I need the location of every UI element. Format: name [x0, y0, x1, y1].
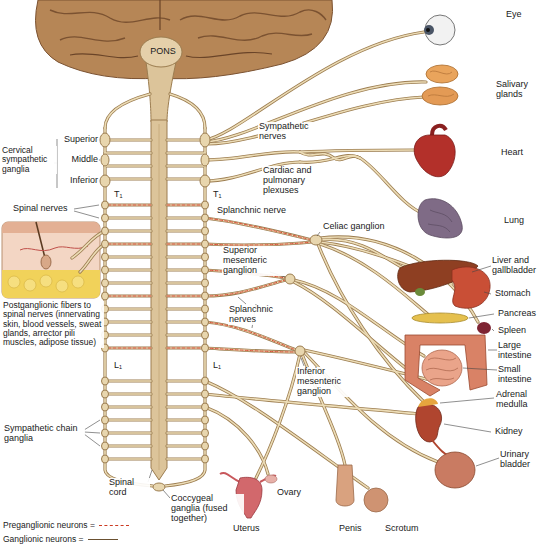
organ-label: Urinary bladder [499, 450, 549, 470]
organ-label: Salivary glands [495, 80, 549, 100]
legend-row: Ganglionic neurons = [3, 534, 118, 544]
organ-label: Adrenal medulla [495, 390, 549, 410]
structure-label: PONS [146, 47, 180, 57]
organ-label: Lung [503, 216, 525, 226]
organ-label: Spleen [497, 326, 527, 336]
skin-inset [2, 222, 100, 298]
organ-label: Scrotum [384, 524, 420, 534]
level-label: T₁ [113, 190, 124, 200]
ganglion-label: Celiac ganglion [322, 222, 386, 232]
legend-text: Preganglionic neurons = [3, 520, 95, 530]
level-label: T₁ [212, 190, 223, 200]
ganglion-label: Inferior [58, 176, 99, 186]
organ-label: Penis [338, 524, 363, 534]
structure-label: Splanchnic nerve [216, 206, 287, 216]
organ-label: Liver and gallbladder [491, 256, 549, 276]
structure-label: Splanchnic nerves [228, 305, 286, 325]
organ-label: Ovary [276, 488, 302, 498]
organ-label: Small intestine [497, 365, 549, 385]
nerves [72, 32, 478, 488]
ganglion-label: Superior mesenteric ganglion [222, 246, 284, 276]
legend-line-sample [99, 525, 129, 526]
structure-label: Sympathetic nerves [258, 122, 330, 142]
organ-label: Pancreas [497, 309, 537, 319]
brain [36, 0, 333, 79]
ganglion-label: Middle [58, 155, 99, 165]
legend-line-sample [88, 539, 118, 540]
ganglion-label: Superior [58, 135, 99, 145]
ganglion-label: Inferior mesenteric ganglion [296, 367, 360, 397]
structure-label: Cardiac and pulmonary plexuses [262, 166, 344, 196]
legend-row: Preganglionic neurons = [3, 520, 129, 530]
structure-label: Sympathetic chain ganglia [3, 424, 85, 444]
organ-label: Stomach [494, 289, 532, 299]
organ-label: Heart [500, 148, 524, 158]
organ-label: Large intestine [497, 341, 549, 361]
structure-label: Spinal nerves [12, 204, 69, 214]
legend-text: Ganglionic neurons = [3, 534, 84, 544]
note-label: Postganglionic fibers to spinal nerves (… [2, 301, 104, 348]
organs [220, 15, 491, 518]
structure-label: Coccygeal ganglia (fused together) [170, 494, 244, 524]
level-label: L₁ [113, 361, 123, 371]
organ-label: Eye [505, 10, 523, 20]
group-label: Cervical sympathetic ganglia [1, 146, 57, 174]
organ-label: Uterus [232, 524, 261, 534]
organ-label: Kidney [494, 427, 524, 437]
level-label: L₁ [212, 361, 222, 371]
leader-lines [54, 139, 499, 498]
structure-label: Spinal cord [108, 478, 150, 498]
